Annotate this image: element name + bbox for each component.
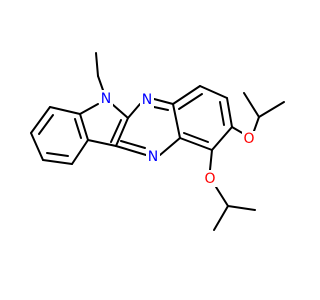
- bond-o-ch-upper: [253, 116, 260, 132]
- atom-label-layer: N N N O O: [99, 90, 256, 187]
- atom-n-pyrazine-bottom: N: [146, 148, 160, 165]
- bond-o-ch-lower: [215, 186, 229, 207]
- bond-ring-fusion: [115, 117, 129, 147]
- bond-benzo-6: [79, 113, 89, 141]
- bond-ethyl-ch3-ch2: [95, 52, 99, 77]
- bond-benzo-4: [42, 159, 73, 165]
- atom-o-upper: O: [242, 131, 256, 148]
- bond-c-o-lower: [209, 149, 213, 171]
- bond-c-n-top: [127, 103, 141, 119]
- bond-benz-4: [211, 126, 233, 151]
- bond-benzo-2-inner: [38, 114, 54, 135]
- bond-benz-5: [179, 137, 213, 151]
- bond-benzo-2: [30, 106, 51, 134]
- bond-n-c: [111, 103, 129, 119]
- bond-n-bottom-c: [115, 145, 147, 156]
- bond-benzo-5: [71, 139, 89, 165]
- molecule-structure-canvas: N N N O O: [30, 52, 285, 231]
- label-n-pyrazine-bottom: N: [148, 149, 158, 165]
- bond-ch-ch3a-lower: [213, 205, 229, 231]
- bond-n-bottom-c-inner: [120, 140, 146, 149]
- bond-benz-1: [172, 85, 201, 105]
- bond-ring-fusion-inner: [110, 119, 122, 143]
- label-n-indole: N: [101, 91, 111, 107]
- bond-ch-ch3b-lower: [227, 205, 256, 211]
- atom-n-indole: N: [99, 90, 113, 107]
- bond-n-top-c-inner: [153, 106, 169, 111]
- bond-benzo-4-inner: [46, 152, 69, 157]
- bond-benz-1-inner: [178, 93, 203, 110]
- bond-benzo-3: [30, 132, 44, 161]
- bond-layer: [30, 52, 285, 231]
- bond-c7a-n: [79, 103, 99, 115]
- bond-ch-ch3a-upper: [243, 92, 260, 118]
- bond-benz-2: [199, 85, 228, 99]
- bond-benzo-6-inner: [74, 118, 82, 139]
- atom-n-pyrazine-top: N: [140, 92, 154, 109]
- molecule-structure: N N N O O: [30, 52, 285, 231]
- bond-benz-3-inner: [219, 101, 225, 126]
- bond-c-n-bottom: [159, 137, 181, 156]
- atom-o-lower: O: [203, 170, 217, 187]
- bond-benzo-1: [49, 106, 81, 115]
- bond-benz-5-inner: [183, 132, 209, 143]
- bond-c-c-pyrazine-right: [172, 103, 181, 139]
- label-o-upper: O: [243, 131, 254, 147]
- bond-ch-ch3b-upper: [258, 101, 285, 118]
- bond-c3a-c3: [87, 139, 117, 147]
- bond-benz-3: [226, 97, 233, 128]
- bond-n-top-c: [153, 98, 174, 105]
- label-n-pyrazine-top: N: [142, 92, 152, 108]
- label-o-lower: O: [204, 171, 215, 187]
